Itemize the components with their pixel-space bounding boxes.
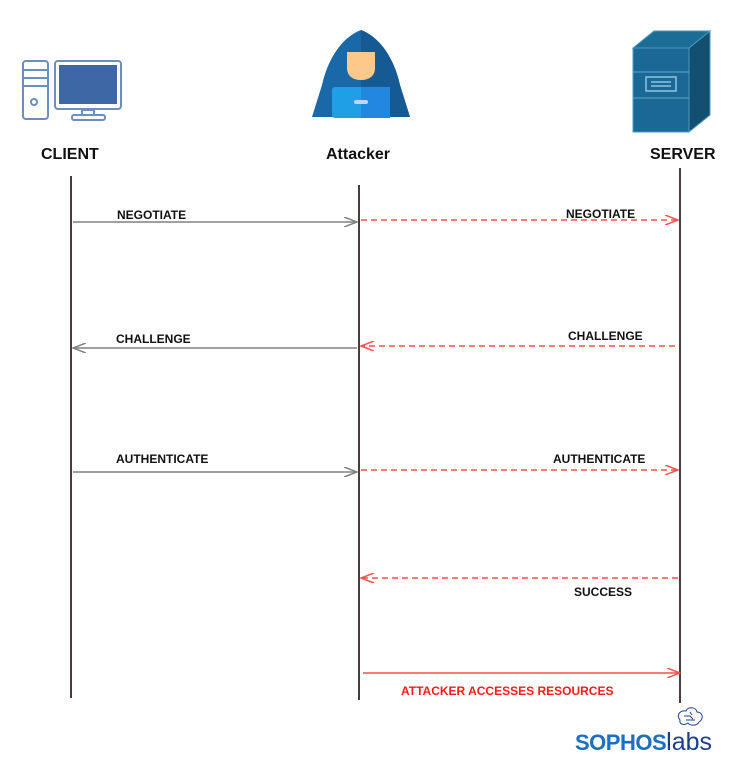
sophoslabs-logo: SOPHOSlabs [575,728,712,757]
brain-circuit-icon [677,707,703,726]
message-label: CHALLENGE [568,329,643,343]
logo-labs: labs [666,728,713,756]
message-label: NEGOTIATE [566,207,636,221]
server-tower-icon [631,29,712,134]
message-label: AUTHENTICATE [116,452,209,466]
message-label: CHALLENGE [116,332,191,346]
actor-label-client: CLIENT [41,146,99,163]
actor-label-attacker: Attacker [326,146,391,163]
message-label: AUTHENTICATE [553,452,646,466]
message-label: SUCCESS [574,585,633,599]
logo-sophos: SOPHOS [575,730,667,755]
message-label-attack: ATTACKER ACCESSES RESOURCES [401,684,614,698]
hooded-hacker-icon [312,30,410,118]
message-label: NEGOTIATE [117,208,187,222]
actor-label-server: SERVER [650,146,716,163]
desktop-computer-icon [22,60,122,121]
